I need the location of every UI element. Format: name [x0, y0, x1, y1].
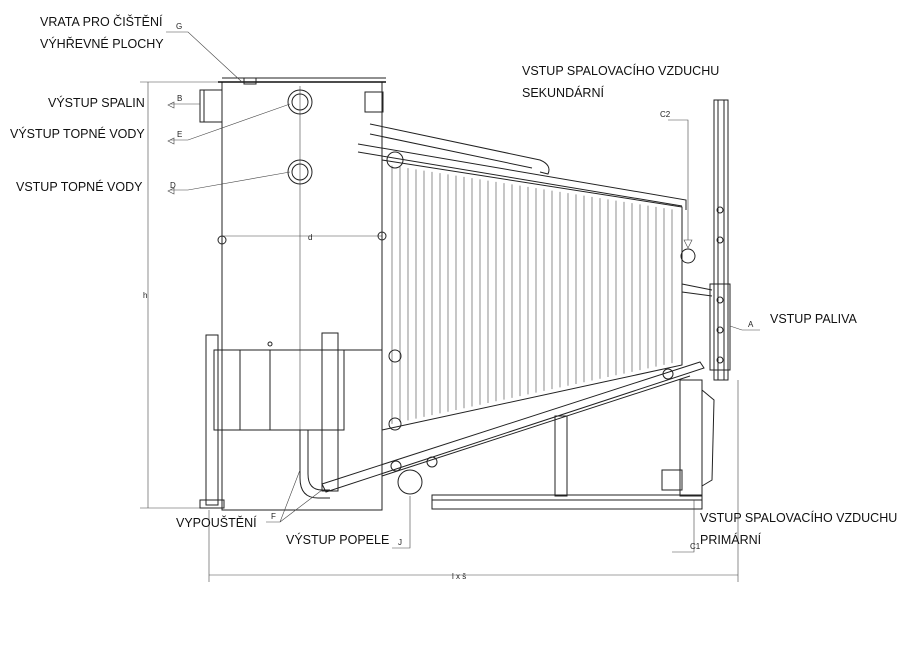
boiler-shell [199, 77, 387, 511]
tag-e: E [177, 130, 182, 139]
tag-j: J [398, 538, 402, 547]
diameter-dimension: d [308, 233, 312, 242]
label-secondary-air-line1: VSTUP SPALOVACÍHO VZDUCHU [522, 63, 719, 78]
label-flue-outlet: VÝSTUP SPALIN [48, 95, 145, 110]
base-frame [431, 379, 715, 510]
leader-lines [166, 31, 760, 553]
label-hot-water-outlet: VÝSTUP TOPNÉ VODY [10, 126, 145, 141]
label-secondary-air-line2: SEKUNDÁRNÍ [522, 85, 604, 100]
labels: VRATA PRO ČIŠTĚNÍ VÝHŘEVNÉ PLOCHY VÝSTUP… [10, 14, 897, 547]
tag-d: D [170, 181, 176, 190]
label-hot-water-inlet: VSTUP TOPNÉ VODY [16, 179, 143, 194]
label-drain: VYPOUŠTĚNÍ [176, 515, 257, 530]
label-cleaning-door-line2: VÝHŘEVNÉ PLOCHY [40, 36, 164, 51]
tag-c1: C1 [690, 542, 701, 551]
height-dimension: h [143, 291, 147, 300]
tag-c2: C2 [660, 110, 671, 119]
length-width-dimension: l x š [452, 572, 466, 581]
label-cleaning-door-line1: VRATA PRO ČIŠTĚNÍ [40, 14, 163, 29]
label-primary-air-line1: VSTUP SPALOVACÍHO VZDUCHU [700, 510, 897, 525]
label-primary-air-line2: PRIMÁRNÍ [700, 532, 762, 547]
tag-f: F [271, 512, 276, 521]
fuel-feeder [681, 99, 731, 381]
tag-b: B [177, 94, 182, 103]
tube-bank [321, 123, 705, 495]
label-ash-outlet: VÝSTUP POPELE [286, 532, 389, 547]
tag-a: A [748, 320, 754, 329]
reference-tags: G B E D C2 A C1 F J [170, 22, 754, 551]
label-fuel-inlet: VSTUP PALIVA [770, 312, 858, 326]
tag-g: G [176, 22, 182, 31]
